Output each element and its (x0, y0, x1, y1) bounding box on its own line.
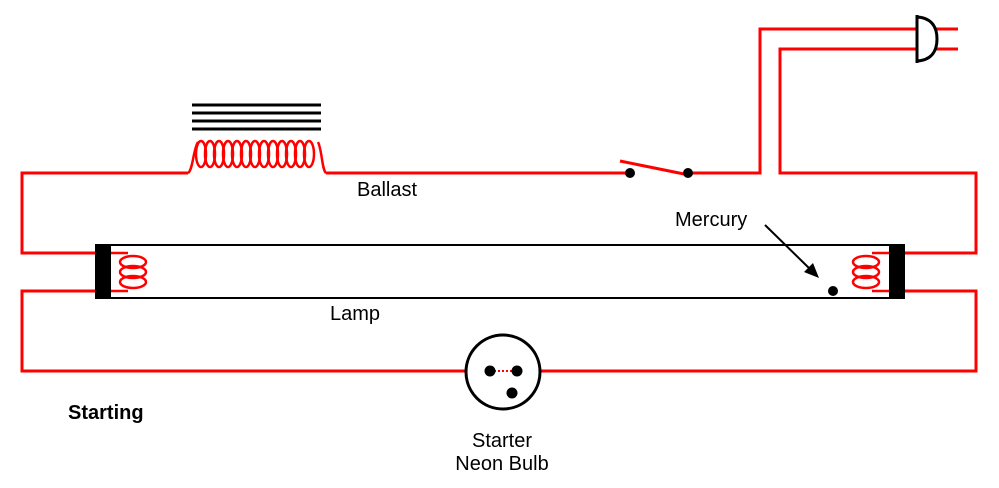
lamp-tube (95, 244, 905, 299)
filament-icon (111, 251, 148, 293)
wire-supply-return (778, 47, 978, 255)
switch-icon (619, 159, 693, 178)
mercury-dot-icon (828, 286, 838, 296)
wire-switch-to-supply (688, 27, 917, 175)
starter-electrode-bottom (506, 387, 518, 399)
lamp-label: Lamp (330, 303, 381, 325)
mercury-arrow (764, 224, 819, 278)
wire-right-lower (517, 289, 978, 373)
starter-electrode-right (511, 365, 523, 377)
circuit-wires (20, 27, 978, 373)
lamp-end-cap-right (889, 245, 905, 299)
switch-contact-left (625, 168, 635, 178)
ballast-core-icon (192, 103, 321, 131)
ballast-coil-icon (187, 139, 328, 175)
lamp-end-cap-left (95, 245, 111, 299)
mercury-label: Mercury (675, 209, 748, 231)
starter-electrode-left (484, 365, 496, 377)
switch-contact-right (683, 168, 693, 178)
ballast (187, 103, 328, 175)
wire-left-lower (20, 289, 490, 373)
filament-icon (851, 251, 889, 293)
starter-label: Starter (471, 430, 533, 452)
state-label: Starting (68, 402, 144, 424)
ballast-label: Ballast (357, 179, 418, 201)
neon-bulb-label: Neon Bulb (455, 453, 549, 475)
starter-icon (464, 333, 542, 411)
wire-left-upper (20, 171, 188, 255)
plug-icon (915, 15, 939, 63)
